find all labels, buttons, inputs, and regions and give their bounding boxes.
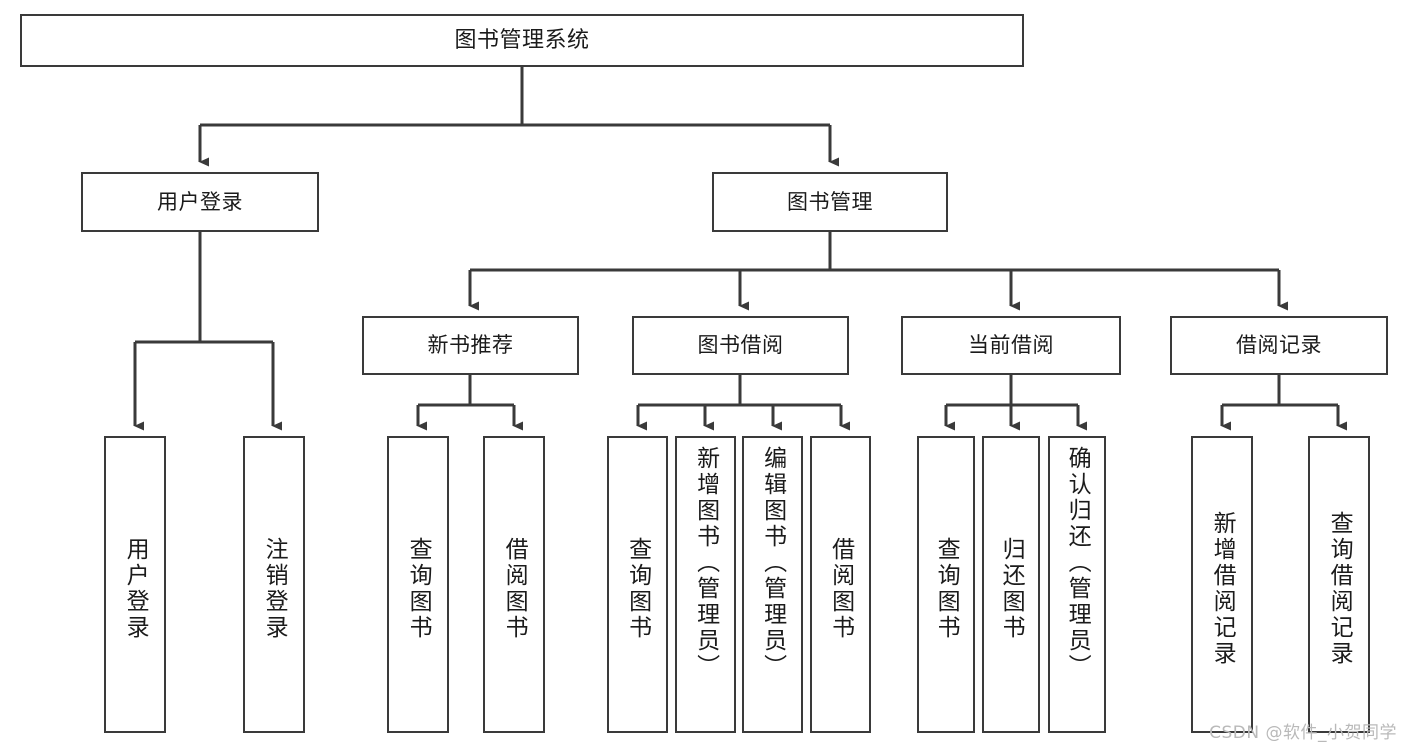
leaf-book-borrow-query[interactable]: 查询图书 (607, 436, 668, 733)
leaf-borrow-record-add-label: 新增借阅记录 (1209, 510, 1236, 667)
leaf-book-borrow-edit[interactable]: 编辑图书（管理员） (742, 436, 803, 733)
leaf-book-borrow-borrow[interactable]: 借阅图书 (810, 436, 871, 733)
node-current-borrow-label: 当前借阅 (968, 333, 1054, 357)
node-new-book-recommend[interactable]: 新书推荐 (362, 316, 579, 375)
leaf-new-book-query-label: 查询图书 (405, 536, 432, 641)
leaf-user-login-login-label: 用户登录 (122, 536, 149, 641)
csdn-watermark: CSDN @软件_小贺同学 (1209, 723, 1397, 743)
leaf-current-borrow-query[interactable]: 查询图书 (917, 436, 975, 733)
leaf-borrow-record-query[interactable]: 查询借阅记录 (1308, 436, 1370, 733)
node-book-borrow-label: 图书借阅 (697, 333, 784, 357)
node-current-borrow[interactable]: 当前借阅 (901, 316, 1121, 375)
leaf-book-borrow-add-label: 新增图书（管理员） (692, 446, 719, 680)
leaf-user-login-logout-label: 注销登录 (261, 536, 288, 641)
node-new-book-recommend-label: 新书推荐 (427, 333, 514, 357)
leaf-new-book-borrow[interactable]: 借阅图书 (483, 436, 545, 733)
leaf-book-borrow-edit-label: 编辑图书（管理员） (759, 446, 786, 680)
leaf-borrow-record-query-label: 查询借阅记录 (1326, 510, 1353, 667)
leaf-current-borrow-return-label: 归还图书 (998, 536, 1025, 641)
leaf-new-book-query[interactable]: 查询图书 (387, 436, 449, 733)
node-book-manage[interactable]: 图书管理 (712, 172, 948, 232)
leaf-book-borrow-query-label: 查询图书 (624, 536, 651, 641)
node-user-login[interactable]: 用户登录 (81, 172, 319, 232)
node-book-manage-label: 图书管理 (787, 189, 873, 214)
leaf-user-login-login[interactable]: 用户登录 (104, 436, 166, 733)
leaf-borrow-record-add[interactable]: 新增借阅记录 (1191, 436, 1253, 733)
node-root-system[interactable]: 图书管理系统 (20, 14, 1024, 67)
leaf-user-login-logout[interactable]: 注销登录 (243, 436, 305, 733)
node-borrow-record-label: 借阅记录 (1236, 333, 1322, 357)
node-borrow-record[interactable]: 借阅记录 (1170, 316, 1388, 375)
leaf-current-borrow-query-label: 查询图书 (933, 536, 960, 641)
leaf-current-borrow-return[interactable]: 归还图书 (982, 436, 1040, 733)
node-user-login-label: 用户登录 (157, 189, 243, 214)
leaf-new-book-borrow-label: 借阅图书 (501, 536, 528, 641)
leaf-current-borrow-confirm-label: 确认归还（管理员） (1064, 446, 1091, 680)
node-root-label: 图书管理系统 (454, 27, 590, 53)
leaf-book-borrow-borrow-label: 借阅图书 (827, 536, 854, 641)
leaf-current-borrow-confirm[interactable]: 确认归还（管理员） (1048, 436, 1106, 733)
node-book-borrow[interactable]: 图书借阅 (632, 316, 849, 375)
leaf-book-borrow-add[interactable]: 新增图书（管理员） (675, 436, 736, 733)
